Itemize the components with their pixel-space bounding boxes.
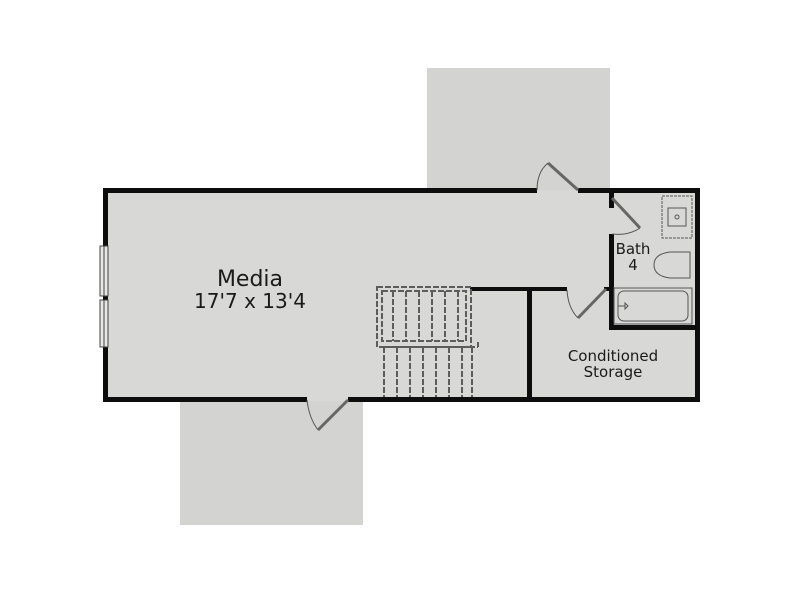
storage-room-name-line1: Conditioned	[567, 347, 659, 365]
windows	[99, 245, 109, 348]
lower-attic-area	[180, 400, 363, 525]
toilet	[653, 251, 691, 279]
bathtub	[613, 287, 693, 325]
doors	[306, 161, 642, 432]
stairs	[376, 286, 479, 397]
media-room-name: Media	[216, 267, 284, 292]
bath-room-label: Bath 4	[612, 240, 654, 274]
bath-room-name: Bath	[615, 240, 651, 258]
media-room-label: Media 17'7 x 13'4	[150, 268, 350, 312]
storage-room-label: Conditioned Storage	[548, 347, 678, 381]
upper-attic-area	[427, 68, 610, 192]
media-room-dimensions: 17'7 x 13'4	[194, 289, 306, 314]
storage-room-name-line2: Storage	[583, 362, 643, 381]
bath-room-number: 4	[628, 255, 638, 274]
sink	[661, 195, 693, 239]
